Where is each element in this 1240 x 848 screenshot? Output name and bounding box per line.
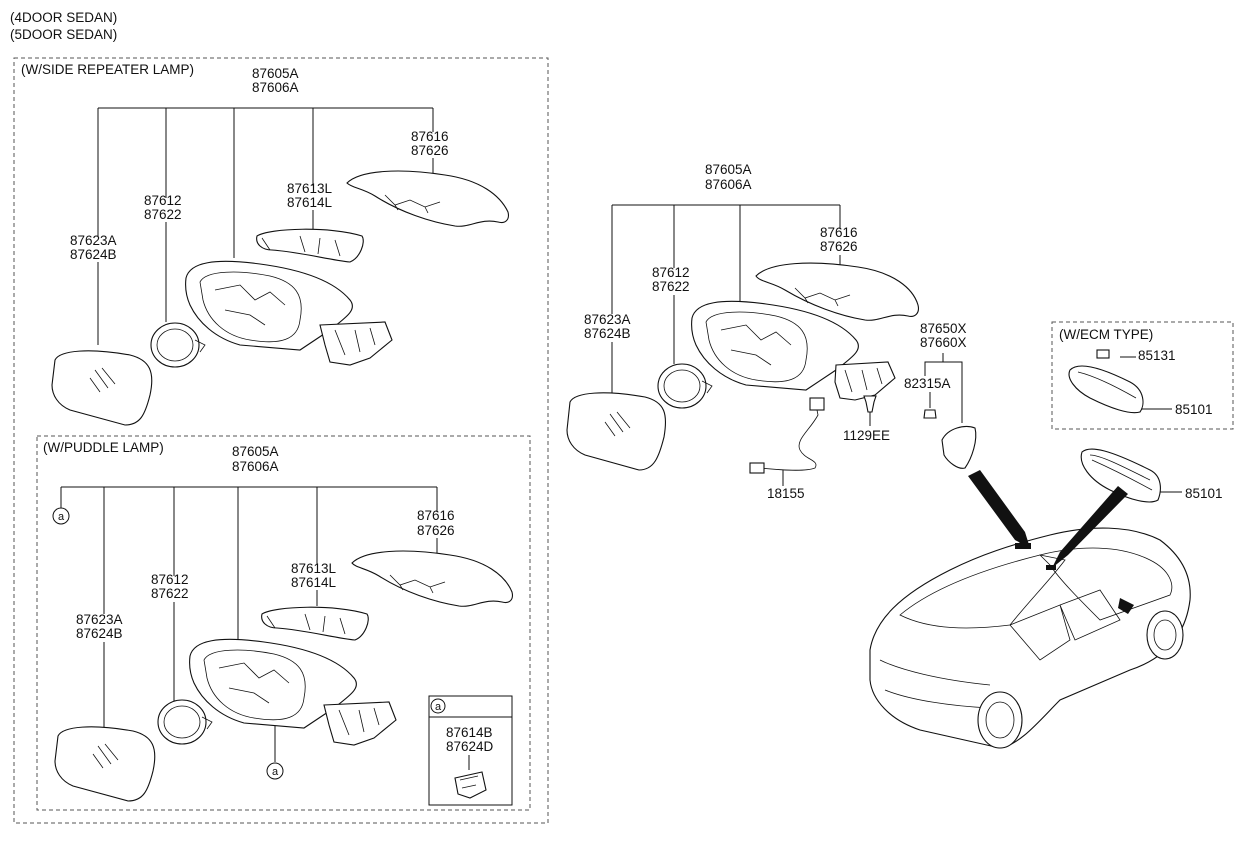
pl-actuator-label-1: 87612 <box>151 572 189 587</box>
car-rear-wheel <box>977 691 1023 749</box>
car-roof <box>1039 547 1173 621</box>
clip <box>923 409 937 419</box>
side-repeater-section: (W/SIDE REPEATER LAMP) 87605A 87606A 876… <box>21 62 509 426</box>
pl-actuator <box>157 699 207 745</box>
pl-callout-a-left <box>52 507 70 525</box>
pl-actuator-label-2: 87622 <box>151 586 189 601</box>
main-mirror-cover <box>755 262 919 321</box>
main-glass-label-1: 87623A <box>584 312 631 327</box>
car-roof-marker <box>1015 543 1031 549</box>
car-side-windows <box>1009 589 1121 661</box>
pl-glass-label-1: 87623A <box>76 612 123 627</box>
sr-assy-label-2: 87606A <box>252 80 299 95</box>
car-rear-window <box>899 554 1066 629</box>
sr-actuator-label-1: 87612 <box>144 193 182 208</box>
main-cover-label-2: 87626 <box>820 239 858 254</box>
car-outside-mirror <box>1118 598 1134 614</box>
sr-leader-lines <box>97 107 434 345</box>
main-cover-label-1: 87616 <box>820 225 858 240</box>
main-actuator <box>657 363 707 409</box>
main-actuator-label-1: 87612 <box>652 265 690 280</box>
pl-callout-a-left-text: a <box>58 511 65 523</box>
pl-mirror-cover <box>351 550 513 607</box>
mirror-cover-assy <box>941 425 977 469</box>
pl-leader-lines <box>60 486 438 762</box>
car-front-wheel <box>1146 610 1184 660</box>
pl-mirror-glass <box>54 726 156 802</box>
sr-side-repeater-lamp <box>256 228 364 263</box>
sr-actuator-label-2: 87622 <box>144 207 182 222</box>
sr-mirror-housing <box>185 260 353 351</box>
sr-mirror-cover <box>346 170 509 227</box>
ecm-type-box <box>1051 321 1234 430</box>
car-illustration <box>869 527 1191 749</box>
pl-mirror-housing <box>189 638 357 729</box>
sr-lamp-label-2: 87614L <box>287 195 333 210</box>
sr-actuator <box>150 322 200 368</box>
pl-cover-label-2: 87626 <box>417 523 455 538</box>
pl-lamp-label-2: 87614L <box>291 575 337 590</box>
car-inside-mirror-marker <box>1046 565 1056 570</box>
sr-mirror-base <box>319 321 393 366</box>
puddle-title: (W/PUDDLE LAMP) <box>43 440 164 455</box>
pl-cover-label-1: 87616 <box>417 508 455 523</box>
pl-callout-a-bottom <box>266 762 284 780</box>
pl-mirror-base <box>323 701 397 746</box>
sr-assy-label-1: 87605A <box>252 66 299 81</box>
inset-callout-a <box>430 698 446 714</box>
puddle-lamp-box <box>36 435 531 811</box>
inside-rear-view-mirror <box>1080 448 1161 503</box>
ecm-section: (W/ECM TYPE) 85131 85101 <box>1059 327 1213 417</box>
wiring-label: 18155 <box>767 486 805 501</box>
pl-callout-a-bottom-text: a <box>272 766 279 778</box>
ecm-inside-mirror <box>1068 365 1144 414</box>
sr-cover-label-1: 87616 <box>411 129 449 144</box>
inset-part-label-1: 87614B <box>446 725 493 740</box>
wiring-harness <box>759 399 819 471</box>
clip-label: 82315A <box>904 376 951 391</box>
ecm-mirror-label: 85101 <box>1175 402 1213 417</box>
sr-lamp-label-1: 87613L <box>287 181 333 196</box>
sr-glass-label-2: 87624B <box>70 247 117 262</box>
pl-assy-label-1: 87605A <box>232 444 279 459</box>
puddle-lamp-part <box>454 771 487 799</box>
main-actuator-label-2: 87622 <box>652 279 690 294</box>
sr-mirror-glass <box>51 350 153 426</box>
car-body <box>869 527 1191 749</box>
sr-cover-label-2: 87626 <box>411 143 449 158</box>
header-line-2: (5DOOR SEDAN) <box>10 27 117 42</box>
side-repeater-title: (W/SIDE REPEATER LAMP) <box>21 62 194 77</box>
inset-part-label-2: 87624D <box>446 739 494 754</box>
inside-mirror-label: 85101 <box>1185 486 1223 501</box>
cover-assy-label-2: 87660X <box>920 335 967 350</box>
pl-lamp-label-1: 87613L <box>291 561 337 576</box>
ecm-title: (W/ECM TYPE) <box>1059 327 1153 342</box>
main-assy-label-2: 87606A <box>705 177 752 192</box>
header-line-1: (4DOOR SEDAN) <box>10 10 117 25</box>
screw-label: 1129EE <box>843 428 890 443</box>
outer-option-box <box>13 57 549 824</box>
main-section: 87605A 87606A 87616 87626 87612 87622 87… <box>566 162 1223 503</box>
main-mirror-housing <box>691 300 859 391</box>
pointer-arrow-cover <box>968 470 1030 548</box>
puddle-lamp-section: (W/PUDDLE LAMP) 87605A 87606A 87616 8762… <box>43 440 513 806</box>
main-glass-label-2: 87624B <box>584 326 631 341</box>
inset-callout-a-text: a <box>435 701 442 713</box>
pl-assy-label-2: 87606A <box>232 459 279 474</box>
sr-glass-label-1: 87623A <box>70 233 117 248</box>
screw <box>863 395 877 413</box>
pointer-arrow-inside-mirror <box>1052 486 1128 568</box>
pl-glass-label-2: 87624B <box>76 626 123 641</box>
ecm-sensor <box>1096 349 1110 359</box>
ecm-sensor-label: 85131 <box>1138 348 1176 363</box>
main-assy-label-1: 87605A <box>705 162 752 177</box>
main-mirror-glass <box>566 392 667 471</box>
pl-side-repeater-lamp <box>261 606 369 641</box>
cover-assy-label-1: 87650X <box>920 321 967 336</box>
